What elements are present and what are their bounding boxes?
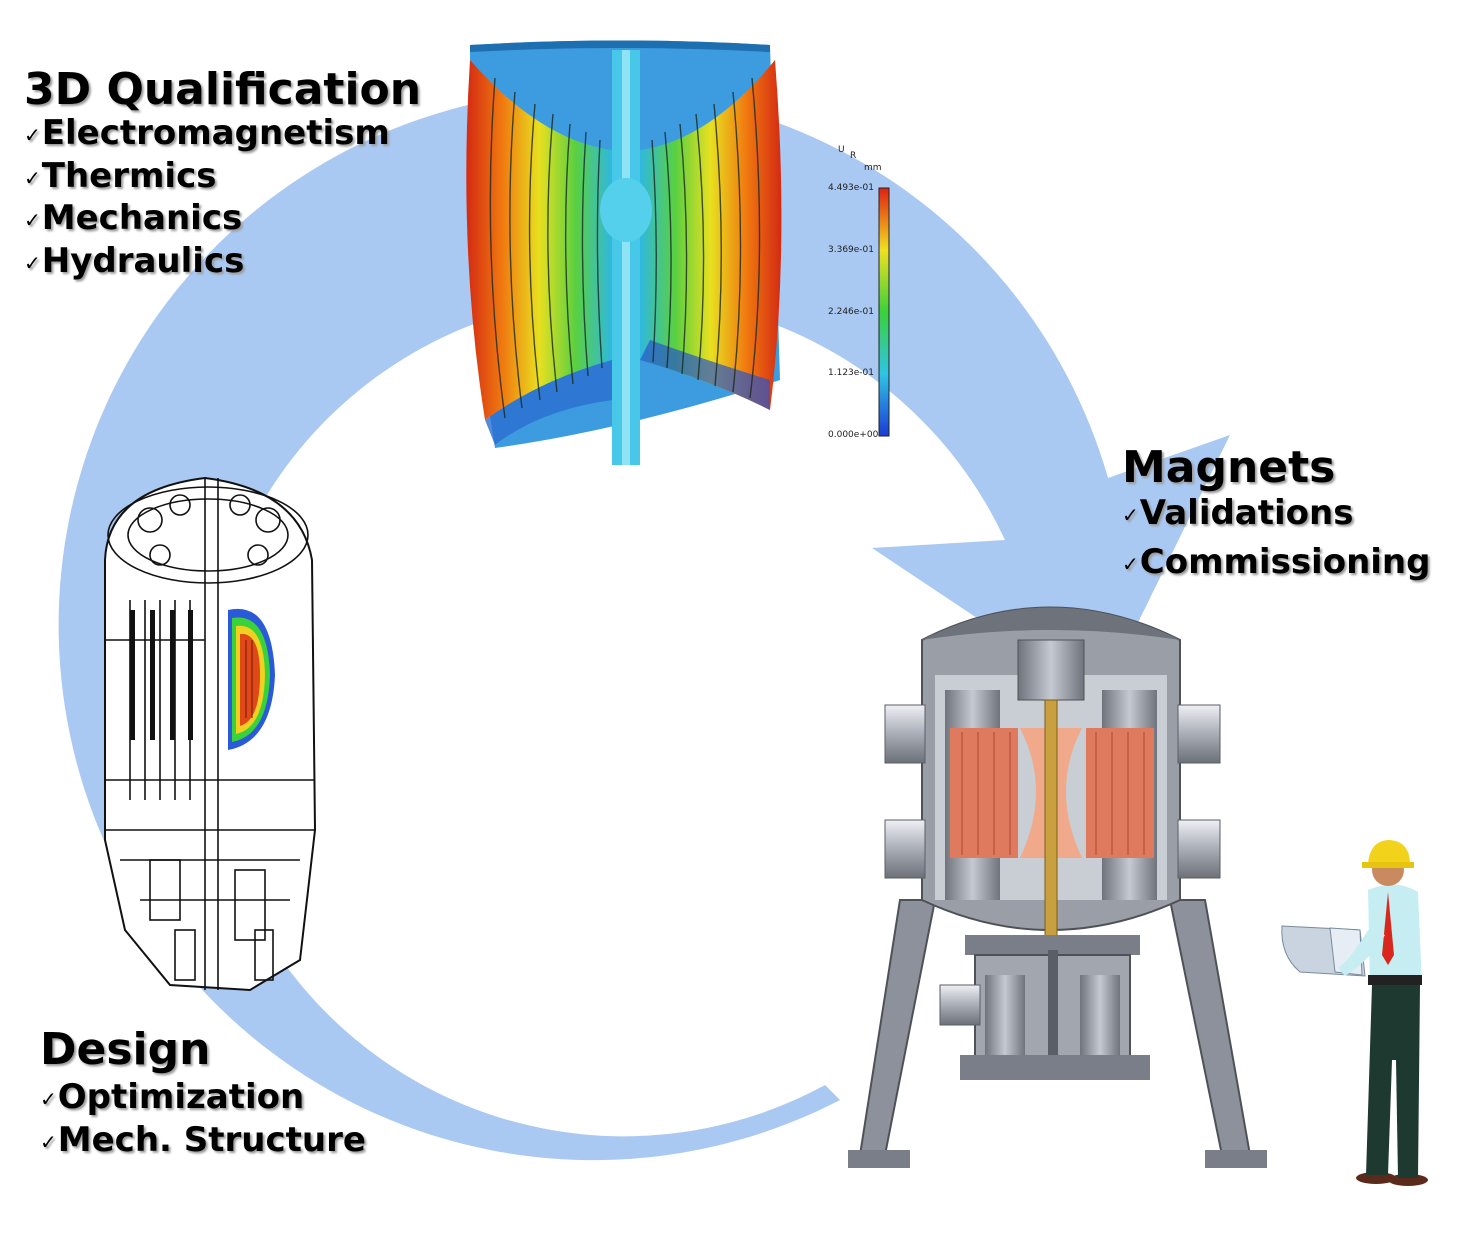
colorbar-tick: 2.246e-01 bbox=[828, 307, 874, 317]
engineer-icon bbox=[1281, 840, 1428, 1186]
list-item: ✓Electromagnetism bbox=[24, 113, 390, 153]
magnets-label-block: Magnets ✓Validations ✓Commissioning bbox=[1122, 446, 1430, 583]
simulation-coil-render bbox=[466, 40, 782, 465]
list-item: ✓Mech. Structure bbox=[40, 1119, 366, 1160]
design-drawing bbox=[104, 476, 317, 992]
check-icon: ✓ bbox=[40, 1129, 57, 1154]
magnet-assembly bbox=[848, 606, 1267, 1168]
colorbar-unit: mm bbox=[864, 163, 882, 173]
design-heading: Design bbox=[40, 1024, 211, 1075]
colorbar: U R mm 4.493e-01 3.369e-01 2.246e-01 1.1… bbox=[828, 145, 890, 440]
check-icon: ✓ bbox=[24, 250, 41, 275]
check-icon: ✓ bbox=[24, 123, 41, 147]
list-item: ✓Optimization bbox=[40, 1077, 305, 1117]
check-icon: ✓ bbox=[1122, 503, 1139, 527]
list-item: ✓Mechanics bbox=[24, 198, 243, 238]
cycle-arrow-icon bbox=[58, 90, 1230, 1161]
qualification-label-block: 3D Qualification ✓Electromagnetism ✓Ther… bbox=[24, 68, 421, 282]
list-item: ✓Validations bbox=[1122, 493, 1354, 533]
colorbar-tick: 1.123e-01 bbox=[828, 368, 874, 378]
check-icon: ✓ bbox=[40, 1087, 57, 1111]
check-icon: ✓ bbox=[1122, 551, 1139, 576]
colorbar-title: U bbox=[838, 145, 845, 155]
list-item: ✓Commissioning bbox=[1122, 541, 1431, 582]
colorbar-tick: 3.369e-01 bbox=[828, 245, 874, 255]
check-icon: ✓ bbox=[24, 208, 41, 232]
list-item: ✓Hydraulics bbox=[24, 240, 245, 281]
check-icon: ✓ bbox=[24, 165, 41, 190]
list-item: ✓Thermics bbox=[24, 155, 217, 196]
design-label-block: Design ✓Optimization ✓Mech. Structure bbox=[40, 1028, 366, 1161]
colorbar-title-sub: R bbox=[850, 151, 856, 161]
colorbar-tick: 4.493e-01 bbox=[828, 183, 874, 193]
qualification-heading: 3D Qualification bbox=[24, 64, 422, 115]
colorbar-tick: 0.000e+00 bbox=[828, 430, 879, 440]
magnets-heading: Magnets bbox=[1122, 442, 1336, 493]
